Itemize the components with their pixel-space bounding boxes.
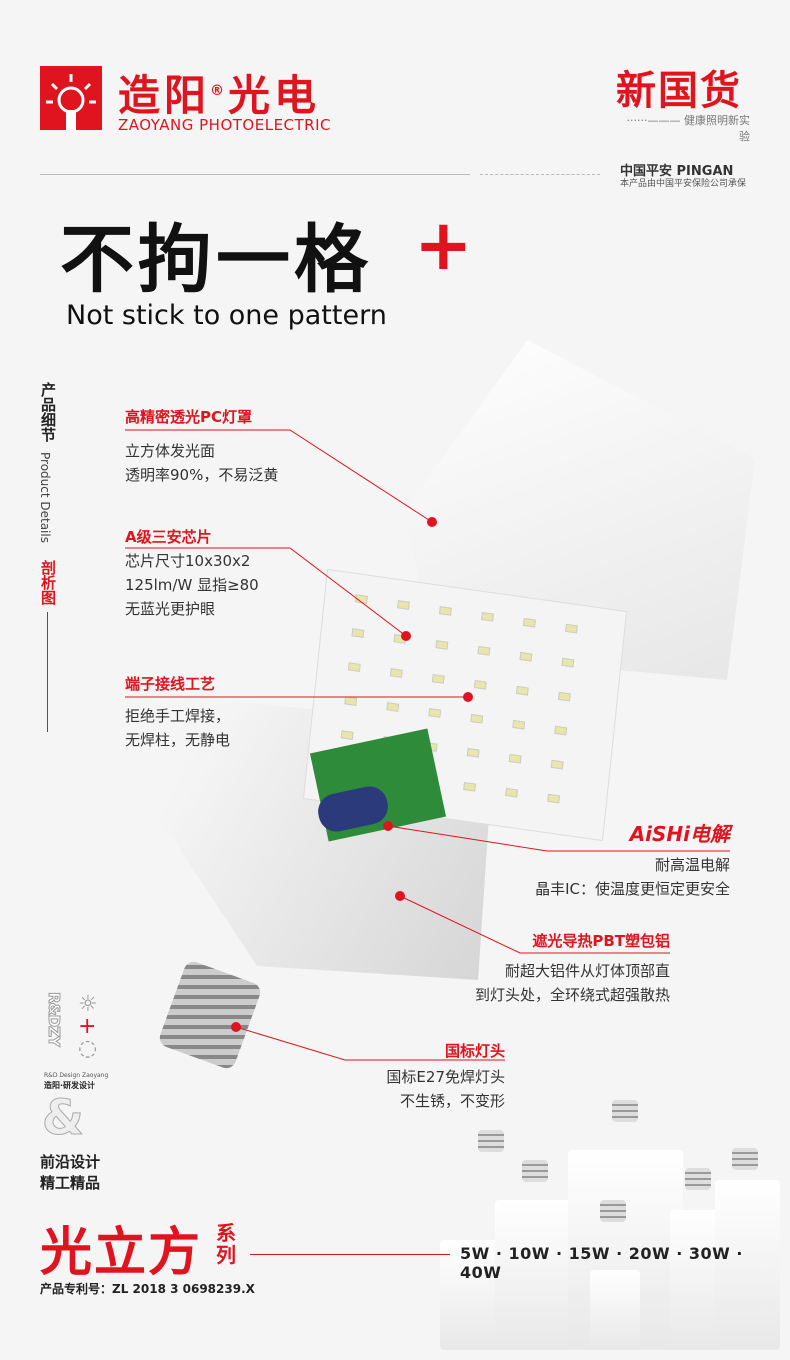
insurer-note: 本产品由中国平安保险公司承保 — [620, 179, 747, 189]
feature-line: 晶丰IC：使温度更恒定更安全 — [535, 880, 730, 898]
rd-sun-icon: ☼+◌ — [78, 992, 98, 1061]
design-slogan: 前沿设计 精工精品 — [40, 1152, 100, 1194]
divider-dashed — [480, 174, 600, 175]
feature-label: 端子接线工艺 — [125, 675, 216, 693]
side-line — [47, 612, 48, 732]
brand-en: ZAOYANG PHOTOELECTRIC — [118, 116, 331, 134]
brand-name: 造阳®光电 — [118, 62, 320, 123]
hero-title: 不拘一格 — [60, 217, 372, 303]
bulb-family-image — [440, 1100, 780, 1350]
feature-line: 立方体发光面 — [125, 442, 216, 460]
rd-en: R&D Design Zaoyang — [44, 1072, 109, 1079]
feature-line: 无焊柱，无静电 — [125, 731, 231, 749]
plus-icon: + — [414, 204, 473, 286]
feature-pc-cover: 高精密透光PC灯罩 立方体发光面 透明率90%，不易泛黄 — [125, 406, 278, 487]
brand-cn: 造阳 — [118, 71, 211, 120]
side-title-cn: 产品细节 — [39, 382, 57, 442]
feature-line: 无蓝光更护眼 — [125, 600, 216, 618]
feature-label: 高精密透光PC灯罩 — [125, 408, 253, 426]
feature-line: 芯片尺寸10x30x2 — [125, 552, 251, 570]
series-suffix: 系列 — [216, 1221, 236, 1267]
feature-terminal: 端子接线工艺 拒绝手工焊接， 无焊柱，无静电 — [125, 673, 230, 752]
feature-pbt: 遮光导热PBT塑包铝 耐超大铝件从灯体顶部直 到灯头处，全环绕式超强散热 — [475, 930, 670, 1007]
feature-line: 国标E27免焊灯头 — [386, 1068, 505, 1086]
feature-line: 耐超大铝件从灯体顶部直 — [504, 962, 670, 980]
badge-subtitle-text: 健康照明新实验 — [684, 114, 750, 143]
series-name: 光立方 — [40, 1223, 203, 1283]
design-line1: 前沿设计 — [40, 1153, 101, 1171]
feature-label: 遮光导热PBT塑包铝 — [532, 932, 670, 950]
feature-label: 国标灯头 — [444, 1042, 505, 1060]
badge-subtitle: ······——— 健康照明新实验 — [626, 114, 750, 143]
design-line2: 精工精品 — [40, 1174, 101, 1192]
feature-line: 不生锈，不变形 — [399, 1092, 505, 1110]
feature-line: 透明率90%，不易泛黄 — [125, 466, 279, 484]
insurer-name: 中国平安 PINGAN — [620, 164, 734, 179]
feature-base: 国标灯头 国标E27免焊灯头 不生锈，不变形 — [386, 1040, 505, 1113]
rd-logo-mark: R&DZY — [46, 992, 61, 1046]
registered-mark: ® — [210, 83, 229, 99]
feature-label: AiSHi电解 — [629, 822, 730, 846]
sun-logo-icon — [40, 66, 102, 130]
brand-cn2: 光电 — [228, 71, 321, 120]
feature-line: 耐高温电解 — [654, 856, 730, 874]
feature-capacitor: AiSHi电解 耐高温电解 晶丰IC：使温度更恒定更安全 — [535, 818, 730, 901]
hero-subtitle: Not stick to one pattern — [66, 300, 387, 331]
divider — [40, 174, 470, 175]
feature-line: 拒绝手工焊接， — [125, 707, 231, 725]
side-title-red: 剖析图 — [39, 560, 57, 605]
side-title-en: Product Details — [38, 452, 52, 543]
series-divider — [250, 1254, 450, 1255]
ampersand-icon: & — [42, 1090, 85, 1146]
wattage-options: 5W · 10W · 15W · 20W · 30W · 40W — [460, 1244, 743, 1282]
feature-line: 到灯头处，全环绕式超强散热 — [474, 986, 670, 1004]
rd-cn: 造阳·研发设计 — [44, 1081, 96, 1090]
feature-line: 125lm/W 显指≥80 — [125, 576, 259, 594]
feature-label: A级三安芯片 — [125, 528, 212, 546]
badge-title: 新国货 — [616, 68, 742, 114]
feature-chip: A级三安芯片 芯片尺寸10x30x2 125lm/W 显指≥80 无蓝光更护眼 — [125, 526, 259, 621]
patent-number: 产品专利号：ZL 2018 3 0698239.X — [40, 1282, 255, 1296]
